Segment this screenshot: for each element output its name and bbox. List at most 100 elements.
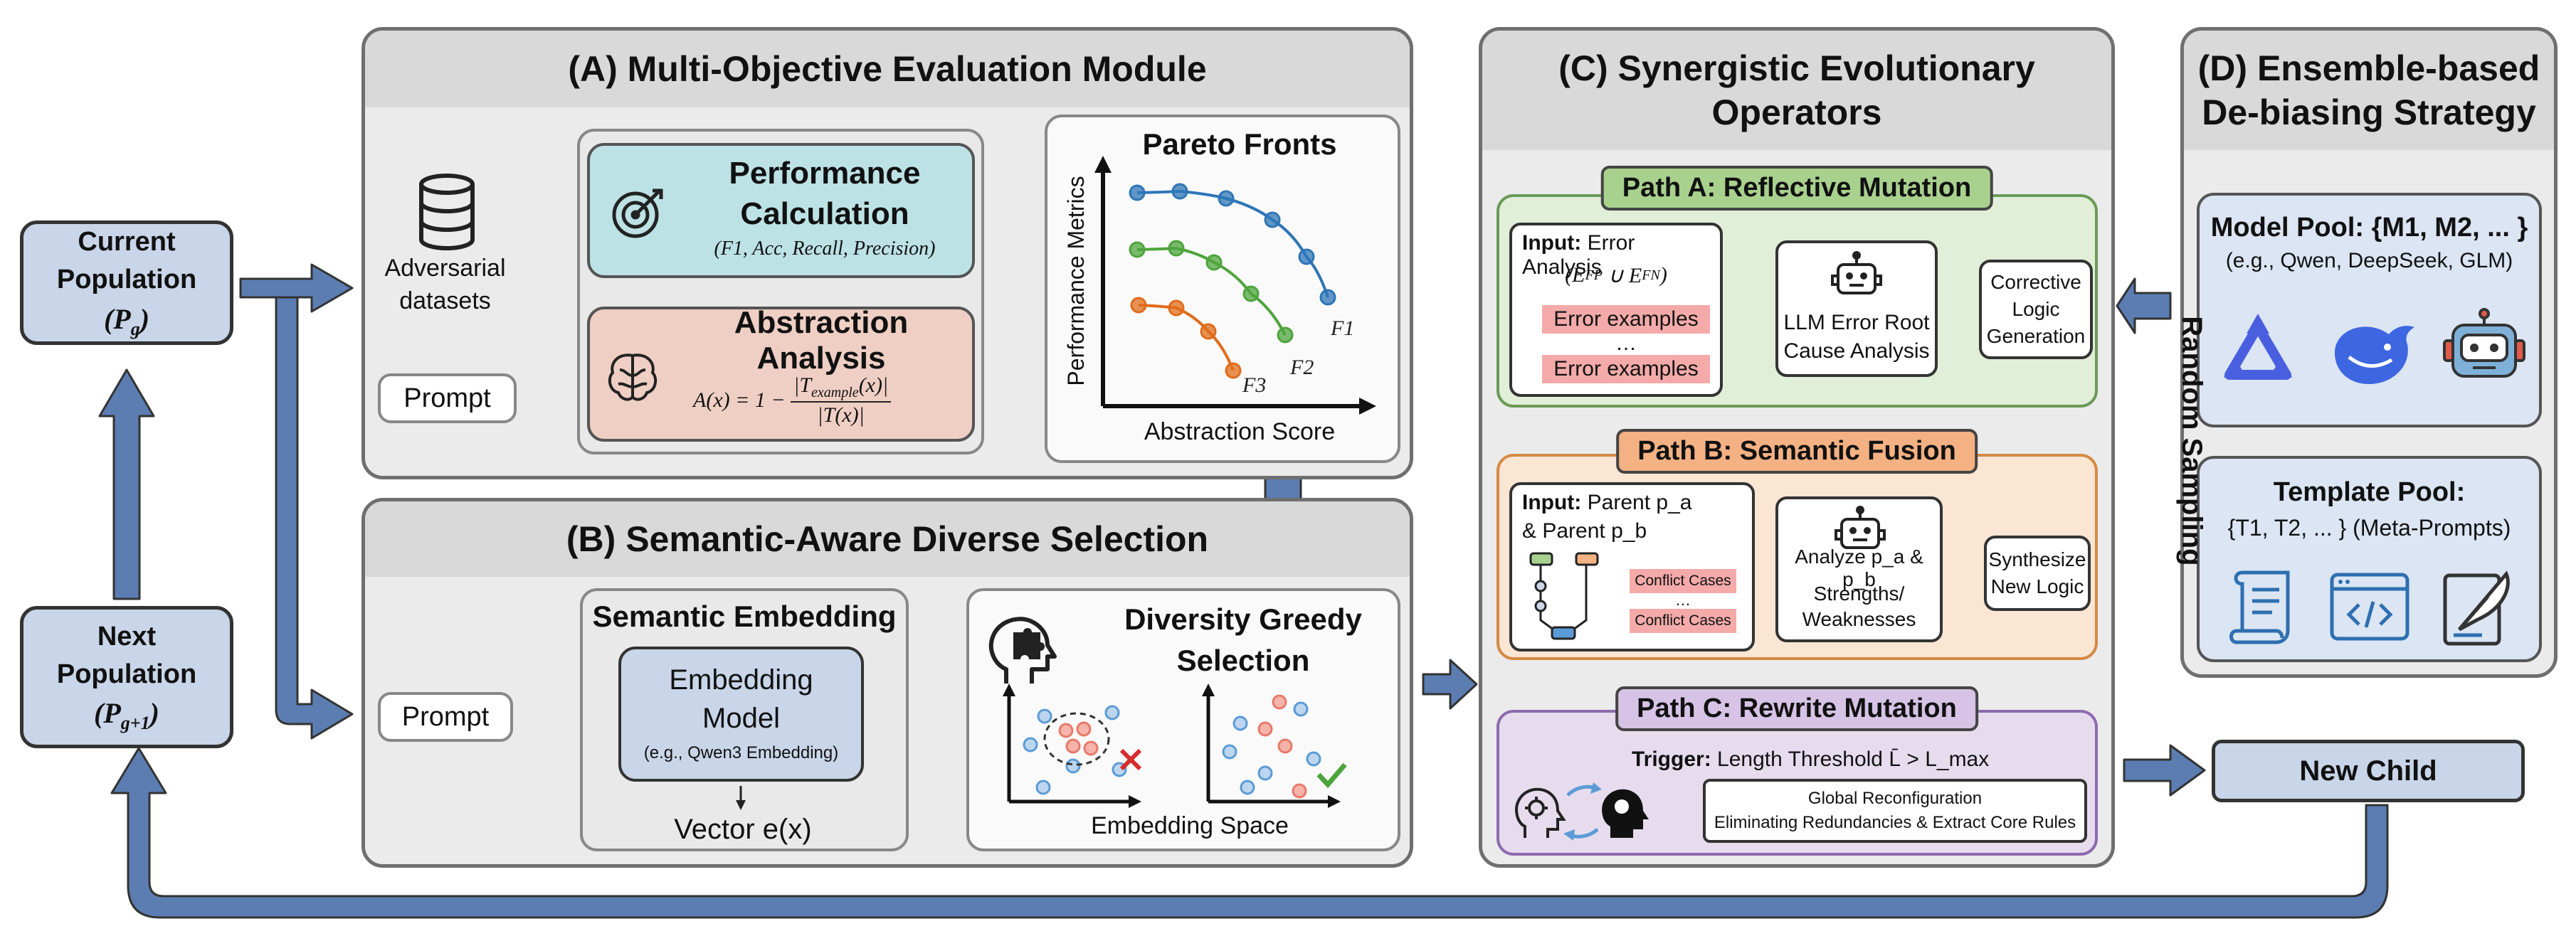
abstraction-formula: A(x) = 1 − |Texample(x)| |T(x)|	[693, 372, 964, 429]
path-c-trigger-text: Length Threshold L̄ > L_max	[1717, 748, 1990, 771]
pareto-point-f3-3	[1200, 323, 1217, 340]
left-point-red-1	[1058, 723, 1074, 738]
path-b-parent-b: & Parent p_b	[1522, 519, 1647, 543]
plot-right-axes	[1206, 691, 1333, 804]
abstraction-analysis-box: Abstraction Analysis A(x) = 1 − |Texampl…	[587, 305, 975, 442]
left-point-blue-4	[1104, 705, 1120, 720]
pareto-fronts-box: Pareto Fronts Performance Metrics Abstra…	[1045, 115, 1400, 463]
quill-edit-icon	[2443, 570, 2510, 646]
right-point-blue-3	[1257, 765, 1273, 781]
pareto-point-f3-4	[1225, 362, 1242, 379]
pareto-y-arrowhead	[1094, 156, 1112, 173]
plot-right-y-arrow	[1202, 684, 1215, 696]
reject-x-mark	[1119, 748, 1142, 771]
embedding-model-line1: Embedding	[669, 664, 813, 696]
pareto-front-curve-1	[1136, 189, 1329, 298]
merge-tree-icon	[1529, 552, 1599, 640]
llm-root-line1: LLM Error Root	[1783, 311, 1930, 334]
path-a-input-bold: Input:	[1522, 231, 1582, 255]
panel-d-debiasing: (D) Ensemble-based De-biasing Strategy M…	[2180, 27, 2557, 678]
pareto-point-f1-4	[1264, 211, 1281, 228]
current-population-label: Current Population	[56, 227, 197, 295]
pareto-point-f2-4	[1242, 285, 1260, 302]
pareto-point-f2-5	[1277, 326, 1294, 344]
pareto-point-f2-3	[1205, 254, 1223, 271]
synthesize-line2: New Logic	[1990, 575, 2084, 597]
pareto-point-f2-2	[1168, 240, 1185, 257]
right-point-red-1	[1257, 721, 1273, 737]
path-c-tag: Path C: Rewrite Mutation	[1615, 686, 1978, 731]
corrective-line3: Generation	[1986, 324, 2086, 347]
prompt-box-a: Prompt	[378, 373, 517, 423]
embedding-model-box: Embedding Model (e.g., Qwen3 Embedding)	[618, 647, 864, 782]
semantic-embedding-box: Semantic Embedding Embedding Model (e.g.…	[580, 588, 909, 851]
panel-b-selection: (B) Semantic-Aware Diverse Selection Pro…	[361, 498, 1413, 868]
pareto-title: Pareto Fronts	[1142, 127, 1337, 161]
semantic-embedding-title: Semantic Embedding	[592, 600, 897, 633]
diversity-title-line1: Diversity Greedy	[1124, 602, 1362, 636]
pareto-point-f2-1	[1129, 241, 1146, 258]
head-puzzle-icon	[988, 617, 1057, 684]
path-b-parent-a: Parent p_a	[1587, 491, 1692, 514]
error-examples-2: Error examples	[1542, 355, 1710, 383]
pareto-point-f1-6	[1319, 289, 1336, 306]
robot-icon-2	[1835, 506, 1886, 549]
deepseek-logo-icon	[2335, 326, 2414, 384]
panel-b-title: (B) Semantic-Aware Diverse Selection	[365, 501, 1410, 577]
embedding-model-line2: Model	[702, 702, 780, 734]
robot-glm-icon	[2443, 308, 2525, 378]
pareto-point-f1-2	[1171, 183, 1188, 200]
plot-left-axes	[1007, 691, 1134, 804]
right-point-blue-4	[1293, 701, 1309, 717]
embedding-space-label: Embedding Space	[1091, 812, 1289, 839]
template-pool-title: Template Pool:	[2273, 477, 2466, 507]
path-b-input-bold: Input:	[1522, 491, 1582, 514]
arrow-b-to-c	[1422, 659, 1478, 710]
brain-icon	[608, 353, 658, 401]
arrow-feedback-loop	[110, 747, 2389, 919]
dataset-label: Adversarial datasets	[384, 255, 506, 314]
path-b-input-box: Input: Parent p_a & Parent p_b Conflict …	[1509, 482, 1755, 652]
panel-d-title-line1: (D) Ensemble-based	[2197, 48, 2540, 88]
global-reconfig-line2: Eliminating Redundancies & Extract Core …	[1714, 813, 2076, 832]
performance-metrics: (F1, Acc, Recall, Precision)	[714, 238, 936, 260]
left-point-red-3	[1065, 738, 1081, 754]
model-pool-examples: (e.g., Qwen, DeepSeek, GLM)	[2225, 249, 2513, 272]
prompt-box-b: Prompt	[378, 692, 513, 742]
template-pool-set: {T1, T2, ... } (Meta-Prompts)	[2227, 514, 2511, 541]
path-a-input: Input: Error Analysis	[1522, 231, 1714, 280]
right-point-blue-1	[1232, 716, 1248, 731]
left-point-blue-3	[1065, 758, 1081, 774]
arrow-d-to-c	[2116, 277, 2172, 334]
arrow-branch-to-b	[275, 296, 354, 740]
abstraction-title: Abstraction Analysis	[734, 305, 909, 376]
template-pool-box: Template Pool: {T1, T2, ... } (Meta-Prom…	[2197, 456, 2542, 662]
vector-label: Vector e(x)	[674, 813, 812, 845]
diversity-title-line2: Selection	[1176, 644, 1310, 677]
panel-d-title: (D) Ensemble-based De-biasing Strategy	[2184, 31, 2554, 150]
target-icon	[612, 188, 663, 238]
analyze-line1: Analyze p_a & p_b	[1795, 546, 1923, 590]
plot-left-y-arrow	[1003, 684, 1015, 696]
pareto-front-label-3: F3	[1242, 373, 1266, 397]
path-a-tag: Path A: Reflective Mutation	[1600, 166, 1993, 211]
accept-check-mark	[1316, 762, 1347, 789]
right-point-red-2	[1277, 738, 1293, 754]
performance-calculation-box: Performance Calculation (F1, Acc, Recall…	[587, 143, 975, 278]
model-pool-box: Model Pool: {M1, M2, ... } (e.g., Qwen, …	[2197, 193, 2542, 427]
model-pool-title: Model Pool: {M1, M2, ... }	[2210, 212, 2528, 243]
panel-a-evaluation: (A) Multi-Objective Evaluation Module Ad…	[361, 27, 1413, 479]
panel-a-title: (A) Multi-Objective Evaluation Module	[365, 31, 1410, 107]
new-child-box: New Child	[2212, 740, 2525, 802]
panel-d-title-line2: De-biasing Strategy	[2202, 92, 2536, 132]
gear-head-cycle-icon	[1515, 782, 1649, 841]
left-point-blue-2	[1023, 737, 1038, 752]
next-population-label: Next Population	[56, 621, 197, 689]
cluster-ellipse	[1043, 712, 1110, 766]
right-point-red-3	[1292, 783, 1307, 799]
next-population-box: Next Population (Pg+1)	[20, 606, 233, 748]
global-reconfig-line1: Global Reconfiguration	[1807, 789, 1983, 808]
analyze-line3: Weaknesses	[1802, 608, 1916, 630]
